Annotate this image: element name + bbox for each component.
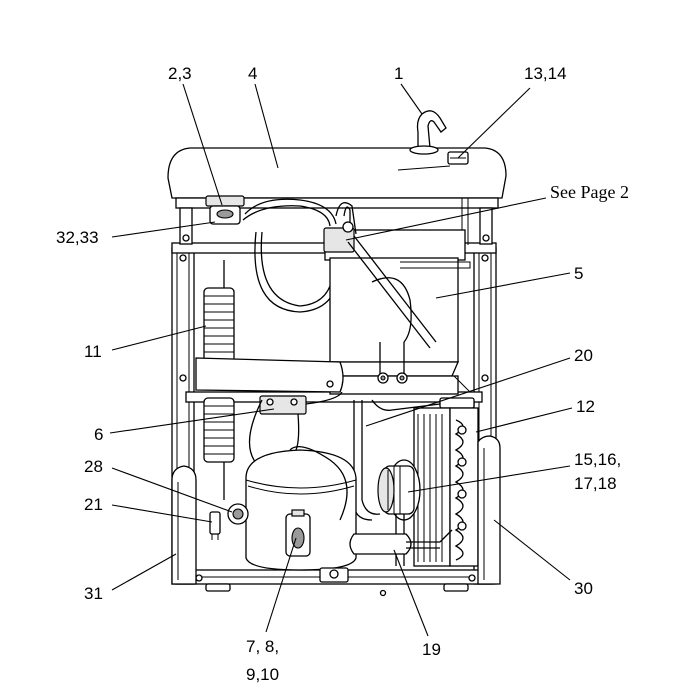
drain-tube [242, 198, 339, 313]
callout-see-page-2: See Page 2 [550, 182, 629, 202]
side-panel-right [477, 435, 501, 585]
callout-15-16: 15,16, [574, 450, 621, 469]
callout-6: 6 [94, 425, 103, 444]
side-panel-left [171, 465, 197, 585]
callout-30: 30 [574, 579, 593, 598]
filter-drier [349, 529, 453, 555]
callout-28: 28 [84, 457, 103, 476]
callout-9-10: 9,10 [246, 665, 279, 684]
leader-lines [109, 83, 573, 637]
callout-1: 1 [394, 64, 403, 83]
cooling-tank [323, 202, 471, 395]
switch [209, 511, 221, 540]
callout-20: 20 [574, 346, 593, 365]
callout-12: 12 [576, 397, 595, 416]
callout-11: 11 [84, 342, 102, 361]
heat-exchanger-coil [203, 260, 235, 500]
fan-motor [377, 459, 421, 566]
callout-17-18: 17,18 [574, 474, 617, 493]
grommet [227, 503, 249, 525]
compressor [245, 446, 357, 583]
callout-labels: 2,3 4 1 13,14 See Page 2 32,33 5 11 20 1… [56, 64, 629, 684]
bubbler [397, 110, 451, 171]
callout-7-8: 7, 8, [246, 637, 279, 656]
callout-32-33: 32,33 [56, 228, 99, 247]
callout-13-14: 13,14 [524, 64, 567, 83]
callout-21: 21 [84, 495, 103, 514]
callout-4: 4 [248, 64, 257, 83]
mid-bracket [195, 357, 344, 481]
callout-5: 5 [574, 264, 583, 283]
callout-19: 19 [422, 640, 441, 659]
callout-31: 31 [84, 584, 103, 603]
callout-2-3: 2,3 [168, 64, 192, 83]
drain-assembly [205, 195, 245, 225]
